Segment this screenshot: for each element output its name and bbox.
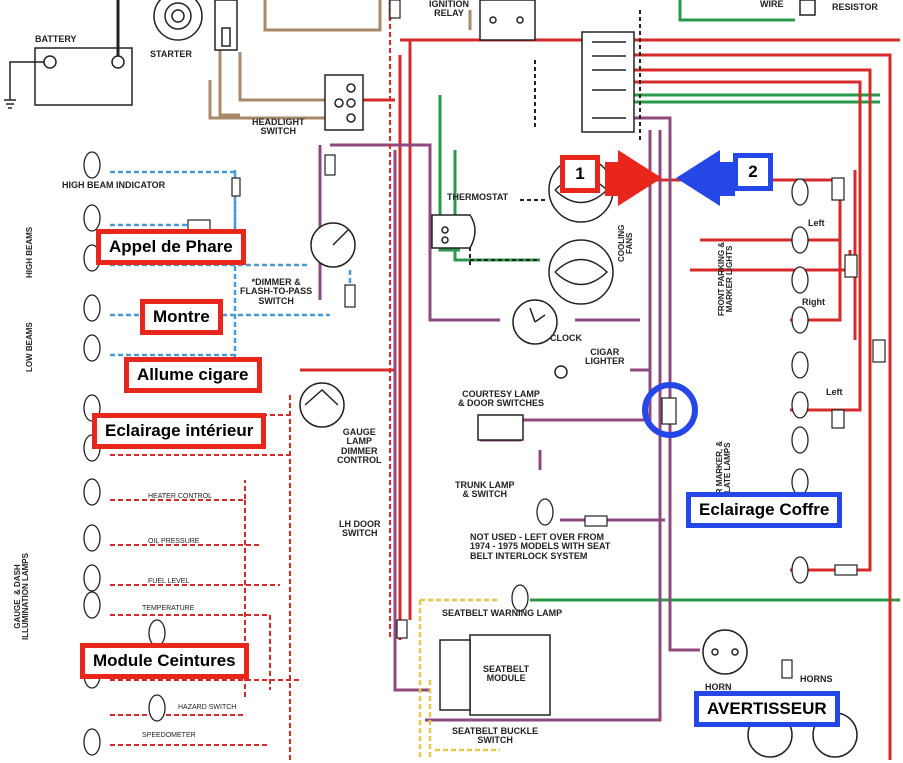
green-wires <box>438 0 900 602</box>
highlight-circle <box>642 382 698 438</box>
starter-symbol <box>153 0 203 41</box>
label-thermostat: THERMOSTAT <box>447 192 509 202</box>
fuse-block-symbol <box>581 31 635 133</box>
callout-montre: Montre <box>140 299 223 335</box>
callout-module-ceintures: Module Ceintures <box>80 643 249 679</box>
marker-1: 1 <box>560 155 600 193</box>
label-dimmer-switch: *DIMMER & FLASH-TO-PASS SWITCH <box>240 277 313 306</box>
label-right-front: Right <box>802 297 825 307</box>
label-horns: HORNS <box>800 674 833 684</box>
resistor-box <box>799 0 816 16</box>
label-fuel-level: FUEL LEVEL <box>148 578 190 585</box>
label-heater-control: HEATER CONTROL <box>148 493 213 500</box>
callout-eclairage-interieur: Eclairage intérieur <box>92 413 267 449</box>
label-left-front: Left <box>808 218 825 228</box>
arrow-1 <box>605 150 662 206</box>
marker-2: 2 <box>733 153 773 191</box>
gauge-dimmer-symbol <box>299 382 345 428</box>
label-resistor: RESISTOR <box>832 2 878 12</box>
battery-symbol <box>4 0 133 109</box>
label-clock: CLOCK <box>550 333 582 343</box>
label-horn: HORN <box>705 682 732 692</box>
label-wire: WIRE <box>760 0 784 9</box>
dimmer-switch-symbol <box>310 222 356 268</box>
relay-component <box>214 0 238 51</box>
yellow-wires <box>418 598 500 760</box>
thermostat-symbol <box>431 214 476 249</box>
headlight-switch-symbol <box>324 74 364 131</box>
courtesy-lamp-symbol <box>477 414 524 441</box>
label-ignition-relay: IGNITION RELAY <box>429 0 469 19</box>
callout-allume-cigare: Allume cigare <box>124 357 262 393</box>
label-high-beams: HIGH BEAMS <box>25 226 34 278</box>
callout-appel-de-phare: Appel de Phare <box>96 229 246 265</box>
label-seatbelt-warning: SEATBELT WARNING LAMP <box>442 608 563 618</box>
label-left-rear: Left <box>826 387 843 397</box>
label-courtesy-lamp: COURTESY LAMP & DOOR SWITCHES <box>458 389 545 409</box>
brown-wires <box>208 0 472 120</box>
label-trunk-lamp: TRUNK LAMP & SWITCH <box>455 480 515 500</box>
label-lh-door-switch: LH DOOR SWITCH <box>339 519 381 539</box>
label-starter: STARTER <box>150 49 192 59</box>
label-high-beam-indicator: HIGH BEAM INDICATOR <box>62 180 166 190</box>
label-cigar-lighter: CIGAR LIGHTER <box>585 347 625 367</box>
seatbelt-module-symbol <box>439 634 551 716</box>
label-temperature: TEMPERATURE <box>142 605 195 612</box>
label-seatbelt-buckle: SEATBELT BUCKLE SWITCH <box>452 726 539 746</box>
label-not-used: NOT USED - LEFT OVER FROM 1974 - 1975 MO… <box>470 532 611 561</box>
callout-avertisseur: AVERTISSEUR <box>694 691 840 727</box>
cigar-lighter-symbol <box>554 365 568 379</box>
label-speedometer: SPEEDOMETER <box>142 732 196 739</box>
callout-eclairage-coffre: Eclairage Coffre <box>686 492 843 528</box>
label-headlight-switch: HEADLIGHT SWITCH <box>252 117 305 137</box>
label-battery: BATTERY <box>35 34 77 44</box>
label-gauge-dash: GAUGE & DASH ILLUMINATION LAMPS <box>13 553 31 640</box>
ignition-relay-symbol <box>479 0 536 41</box>
inline-fuses <box>187 0 886 679</box>
label-seatbelt-module: SEATBELT MODULE <box>483 664 530 684</box>
label-low-beams: LOW BEAMS <box>25 322 34 372</box>
bulb-symbols-right <box>511 178 809 612</box>
label-oil-pressure: OIL PRESSURE <box>148 538 200 545</box>
label-cooling-fans: COOLING FANS <box>617 224 635 262</box>
clock-symbol <box>512 299 558 345</box>
label-gauge-lamp: GAUGE LAMP DIMMER CONTROL <box>337 427 382 466</box>
arrow-2 <box>676 150 735 206</box>
label-front-parking: FRONT PARKING & MARKER LIGHTS <box>717 241 735 316</box>
label-hazard-switch: HAZARD SWITCH <box>178 704 237 711</box>
